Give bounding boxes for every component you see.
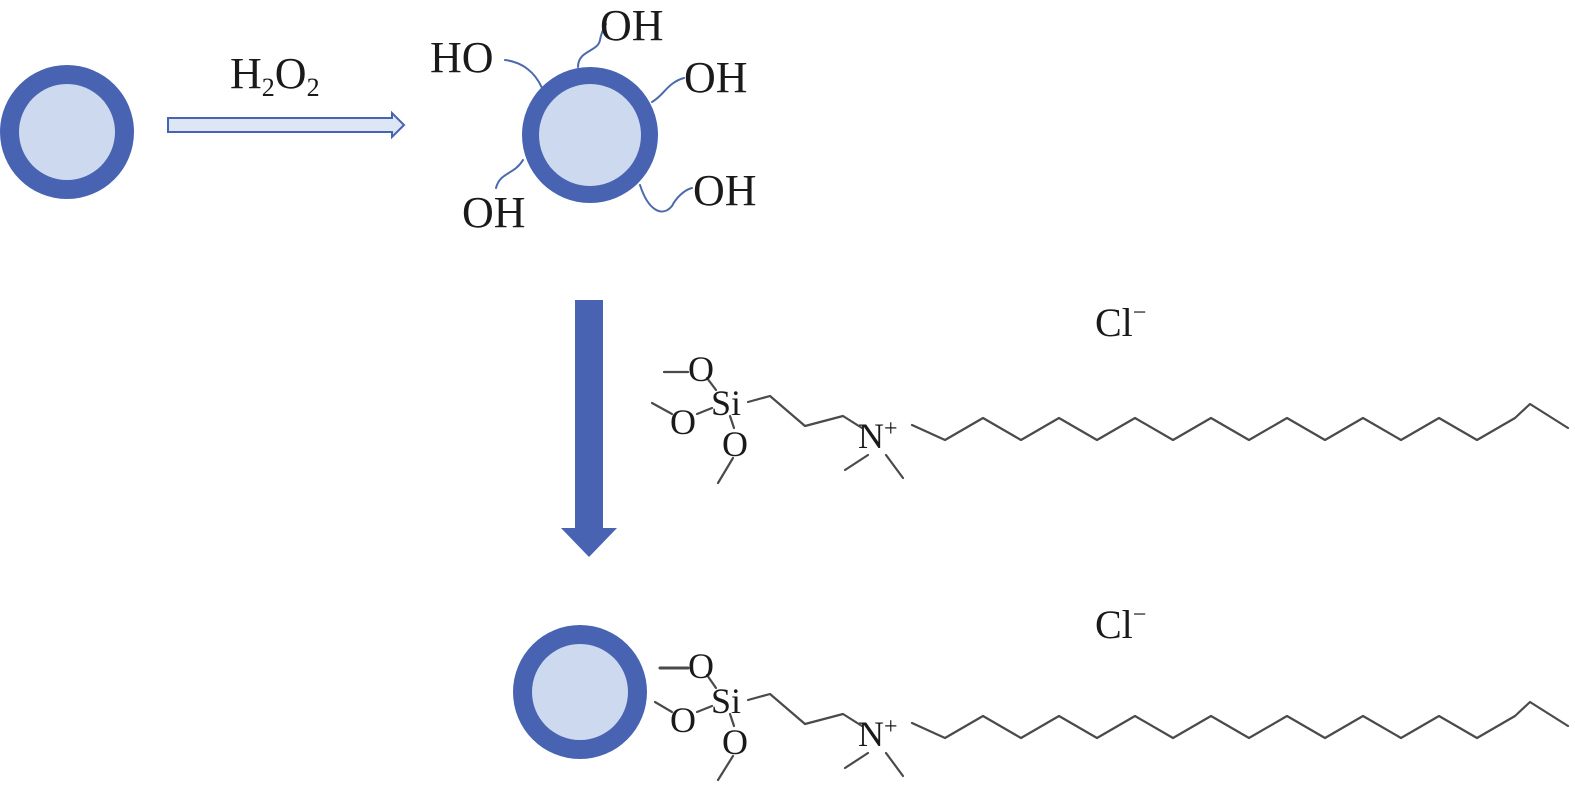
hydroxyl-label-lower-right: OH — [693, 166, 757, 215]
hydroxyl-link-top — [577, 23, 607, 68]
product-o2-si-bond — [695, 704, 714, 714]
product-methoxy-bond — [716, 754, 735, 782]
grafted-particle-core — [532, 644, 628, 740]
hydroxyl-link-lower-right — [639, 184, 693, 213]
silane-silicon: Si — [711, 383, 741, 423]
hydroxyl-label-lower-left: OH — [462, 188, 526, 237]
product-oxygen-3: O — [722, 722, 748, 762]
silane-n-methyl-1 — [843, 453, 870, 472]
hydroxyl-link-lower-left — [495, 159, 524, 189]
silane-n-methyl-2 — [884, 453, 905, 480]
silane-o3-si-bond — [728, 414, 736, 430]
silane-counter-ion: Cl− — [1095, 300, 1146, 345]
silane-alkyl-chain — [910, 402, 1570, 442]
bare-particle-core — [19, 84, 115, 180]
silane-methoxy-bond-2 — [650, 401, 674, 416]
product-propyl-linker — [746, 692, 864, 728]
product-o3-si-bond — [728, 712, 736, 728]
silane-propyl-linker — [746, 394, 864, 430]
product-n-methyl-2 — [884, 751, 905, 778]
bare-particle — [0, 65, 134, 199]
product-counter-ion: Cl− — [1095, 602, 1146, 647]
product-ammonium-nitrogen: N+ — [858, 714, 898, 754]
grafting-arrow — [561, 300, 617, 557]
grafted-silane-chain: Cl− O Si O O N+ — [653, 602, 1570, 782]
silane-o2-si-bond — [695, 406, 714, 416]
product-silicon: Si — [711, 681, 741, 721]
silane-methoxy-bond-3 — [716, 456, 735, 485]
reagent-label: H2O2 — [230, 49, 320, 102]
product-surface-bond-2 — [653, 700, 674, 714]
silane-oxygen-3: O — [722, 424, 748, 464]
silane-ammonium-nitrogen: N+ — [858, 416, 898, 456]
hydroxylated-particle: OH HO OH OH OH — [430, 1, 757, 237]
hydroxyl-label-upper-left: HO — [430, 33, 494, 82]
product-n-methyl-1 — [843, 751, 870, 770]
silane-oxygen-2: O — [670, 402, 696, 442]
product-oxygen-1: O — [688, 646, 714, 686]
silane-oxygen-1: O — [688, 349, 714, 389]
grafted-particle — [513, 625, 647, 759]
product-o1-si-bond — [705, 673, 718, 690]
product-alkyl-chain — [910, 700, 1570, 740]
silane-molecule: Cl− O Si O O N+ — [650, 300, 1570, 485]
hydroxylated-particle-core — [539, 84, 641, 186]
hydroxyl-link-upper-right — [651, 77, 685, 103]
hydroxyl-label-upper-right: OH — [684, 53, 748, 102]
silane-o1-si-bond — [705, 376, 718, 392]
product-oxygen-2: O — [670, 700, 696, 740]
hydroxyl-label-top: OH — [600, 1, 664, 50]
oxidation-arrow — [167, 110, 406, 140]
hydroxyl-link-upper-left — [504, 59, 543, 89]
